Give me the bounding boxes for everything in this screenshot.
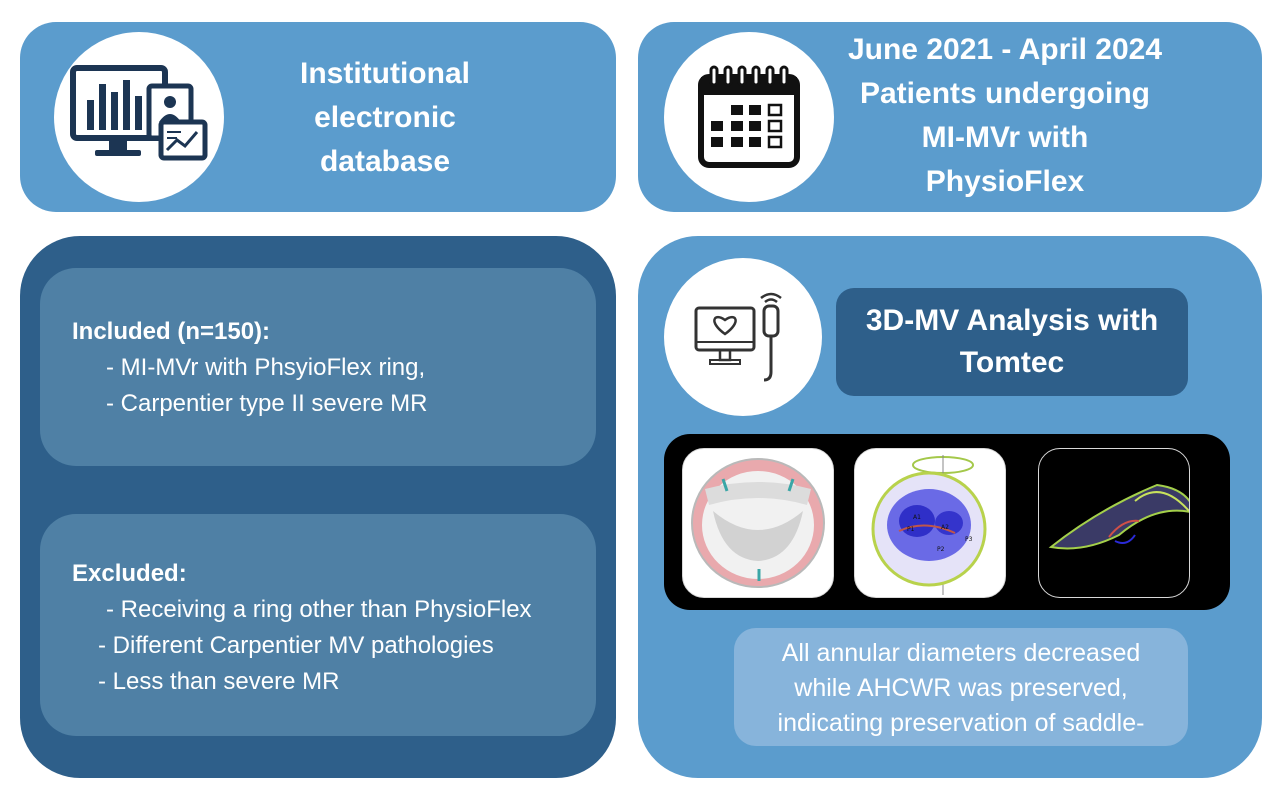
calendar-icon (664, 32, 834, 202)
result-box: All annular diameters decreased while AH… (734, 628, 1188, 746)
echocardiography-monitor-icon (664, 258, 822, 416)
mitral-valve-3d-model-image: A1 A2 P1 P2 P3 (854, 448, 1006, 598)
excluded-item: - Less than severe MR (98, 668, 340, 695)
computer-dashboard-icon (54, 32, 224, 202)
included-box: Included (n=150): - MI-MVr with PhsyioFl… (40, 268, 596, 466)
label-a2: A2 (941, 524, 949, 531)
analysis-title: 3D-MV Analysis with Tomtec (836, 288, 1188, 396)
database-line: database (319, 145, 451, 178)
mitral-valve-ring-image (682, 448, 834, 598)
dates-title: June 2021 - April 2024 Patients undergoi… (834, 28, 1176, 204)
result-line: while AHCWR was preserved, (794, 674, 1128, 702)
dates-line: PhysioFlex (925, 165, 1085, 198)
label-p2: P2 (937, 546, 945, 553)
label-p1: P1 (907, 526, 915, 533)
included-heading: Included (n=150): (72, 318, 271, 345)
criteria-panel: Included (n=150): - MI-MVr with PhsyioFl… (20, 236, 616, 778)
mitral-valve-saddle-image (1038, 448, 1190, 598)
label-a1: A1 (913, 514, 921, 521)
excluded-box: Excluded: - Receiving a ring other than … (40, 514, 596, 736)
database-line: Institutional (300, 57, 470, 90)
database-panel: Institutional electronic database (20, 22, 616, 212)
mitral-valve-image-strip: A1 A2 P1 P2 P3 (664, 434, 1230, 610)
result-line: All annular diameters decreased (781, 639, 1141, 667)
included-item: - Carpentier type II severe MR (106, 390, 428, 417)
result-line: indicating preservation of saddle- (777, 709, 1145, 737)
included-item: - MI-MVr with PhsyioFlex ring, (106, 354, 426, 381)
excluded-item: - Receiving a ring other than PhysioFlex (106, 596, 532, 623)
dates-line: Patients undergoing (859, 77, 1150, 110)
dates-panel: June 2021 - April 2024 Patients undergoi… (638, 22, 1262, 212)
database-line: electronic (314, 101, 456, 134)
excluded-item: - Different Carpentier MV pathologies (98, 632, 494, 659)
label-p3: P3 (965, 536, 973, 543)
excluded-heading: Excluded: (72, 560, 187, 587)
database-title: Institutional electronic database (276, 52, 494, 184)
dates-line: June 2021 - April 2024 (847, 33, 1163, 66)
dates-line: MI-MVr with (921, 121, 1089, 154)
